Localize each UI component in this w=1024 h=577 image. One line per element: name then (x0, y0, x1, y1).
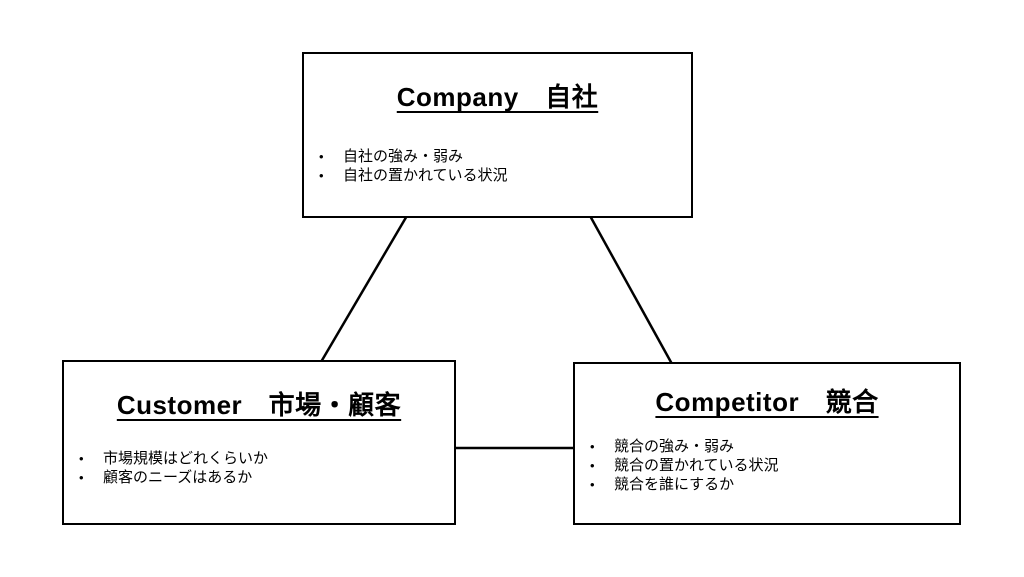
competitor-box: Competitor 競合 • 競合の強み・弱み • 競合の置かれている状況 •… (573, 362, 961, 525)
company-box-title: Company 自社 (396, 82, 599, 112)
bullet-marker: • (79, 470, 84, 485)
connector-line-company-competitor (587, 213, 674, 365)
bullet-marker: • (319, 149, 324, 164)
company-box: Company 自社 • 自社の強み・弱み • 自社の置かれている状況 (302, 52, 693, 218)
bullet-marker: • (319, 168, 324, 183)
competitor-bullet-list: • 競合の強み・弱み • 競合の置かれている状況 • 競合を誰にするか (575, 437, 959, 494)
customer-box: Customer 市場・顧客 • 市場規模はどれくらいか • 顧客のニーズはある… (62, 360, 456, 525)
customer-bullet-list: • 市場規模はどれくらいか • 顧客のニーズはあるか (64, 449, 454, 487)
list-item: • 自社の置かれている状況 (317, 166, 681, 185)
competitor-bullet-text: 競合の強み・弱み (614, 438, 735, 455)
customer-box-title: Customer 市場・顧客 (116, 390, 402, 420)
competitor-bullet-text: 競合を誰にするか (614, 476, 735, 493)
list-item: • 競合の置かれている状況 (588, 456, 949, 475)
bullet-marker: • (79, 451, 84, 466)
list-item: • 自社の強み・弱み (317, 147, 681, 166)
competitor-box-title: Competitor 競合 (655, 387, 879, 417)
list-item: • 競合の強み・弱み (588, 437, 949, 456)
bullet-marker: • (590, 458, 595, 473)
company-bullet-text: 自社の強み・弱み (343, 148, 464, 165)
company-bullet-list: • 自社の強み・弱み • 自社の置かれている状況 (304, 147, 691, 185)
bullet-marker: • (590, 477, 595, 492)
list-item: • 顧客のニーズはあるか (77, 468, 444, 487)
competitor-bullet-text: 競合の置かれている状況 (614, 457, 779, 474)
company-bullet-text: 自社の置かれている状況 (343, 167, 508, 184)
list-item: • 競合を誰にするか (588, 475, 949, 494)
customer-bullet-text: 顧客のニーズはあるか (103, 469, 253, 486)
connector-line-company-customer (319, 213, 410, 363)
customer-bullet-text: 市場規模はどれくらいか (103, 450, 269, 467)
bullet-marker: • (590, 439, 595, 454)
list-item: • 市場規模はどれくらいか (77, 449, 444, 468)
